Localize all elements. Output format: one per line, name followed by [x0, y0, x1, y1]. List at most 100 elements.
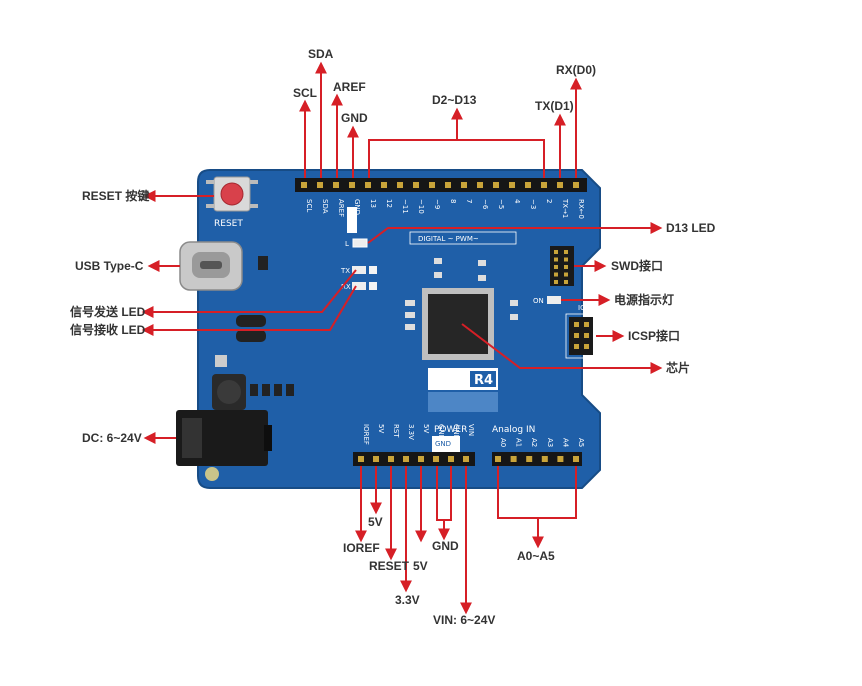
digital-pwm-silk: DIGITAL ~ PWM~	[409, 231, 517, 245]
top-pin-silk: 2	[545, 199, 553, 203]
power-pin-silk: IOREF	[362, 424, 370, 445]
power-silk: POWER	[434, 425, 467, 435]
top-pin-silk: 4	[513, 199, 521, 204]
power-pin-hole	[388, 456, 394, 462]
label-3v3: 3.3V	[395, 593, 420, 607]
power-pin-silk: RST	[392, 424, 400, 438]
label-swd: SWD接口	[611, 258, 663, 273]
power-pin-silk: VIN	[467, 424, 475, 436]
rx-silk: RX	[341, 283, 351, 291]
top-pin-hole	[429, 182, 435, 188]
gnd-silk: GND	[435, 440, 451, 448]
r4-text: R4	[474, 373, 493, 388]
pcb-board	[197, 169, 601, 489]
top-pin-silk: ~6	[481, 199, 489, 210]
usb-c-port	[179, 241, 243, 291]
reset-button: RESET	[206, 176, 258, 229]
power-pin-hole	[448, 456, 454, 462]
label-gnd-bottom: GND	[432, 539, 459, 553]
reset-silk-text: RESET	[214, 219, 243, 229]
top-pin-silk: 8	[449, 199, 457, 203]
top-pin-hole	[557, 182, 563, 188]
top-pin-silk: SDA	[321, 199, 329, 214]
top-pin-silk: 13	[369, 199, 377, 208]
tx-silk: TX	[340, 267, 350, 275]
top-pin-silk: ~9	[433, 199, 441, 209]
label-reset: RESET	[369, 559, 410, 573]
label-d2-d13: D2~D13	[432, 93, 477, 107]
analog-pin-silk: A5	[577, 438, 585, 447]
top-pin-hole	[477, 182, 483, 188]
top-pin-hole	[301, 182, 307, 188]
swd-pin	[564, 280, 568, 284]
top-pin-silk: AREF	[337, 199, 345, 217]
label-icsp: ICSP接口	[628, 328, 680, 343]
label-a0-a5: A0~A5	[517, 549, 555, 563]
analog-pin-silk: A3	[546, 438, 554, 447]
swd-pin	[564, 257, 568, 262]
analog-pin-silk: A2	[530, 438, 538, 447]
top-pin-silk: TX→1	[561, 198, 569, 218]
icsp-pin	[584, 322, 589, 327]
top-pin-hole	[397, 182, 403, 188]
analog-pin-silk: A0	[499, 438, 507, 447]
label-tx-led: 信号发送 LED	[70, 304, 146, 319]
smd-components	[215, 256, 518, 396]
icsp-pin	[574, 344, 579, 349]
icsp-header: ICSP	[565, 304, 597, 359]
label-aref: AREF	[333, 80, 366, 94]
mcu-chip	[422, 288, 494, 360]
label-reset-button: RESET 按键	[82, 188, 149, 203]
top-header	[295, 178, 587, 192]
power-pin-silk: 3.3V	[407, 424, 415, 440]
label-usb: USB Type-C	[75, 259, 144, 273]
icsp-pin	[574, 322, 579, 327]
label-5v-b: 5V	[413, 559, 428, 573]
top-pin-silk: ~3	[529, 199, 537, 209]
top-pin-silk: RX←0	[577, 199, 585, 219]
power-led: ON	[533, 296, 561, 305]
label-scl: SCL	[293, 86, 317, 100]
label-d13-led: D13 LED	[666, 221, 716, 235]
top-pin-hole	[349, 182, 355, 188]
power-pin-hole	[358, 456, 364, 462]
power-pin-hole	[418, 456, 424, 462]
status-leds: L TX RX	[340, 238, 377, 291]
label-tx-d1: TX(D1)	[535, 99, 574, 113]
icsp-pin	[584, 344, 589, 349]
label-vin: VIN: 6~24V	[433, 613, 495, 627]
top-pin-hole	[573, 182, 579, 188]
digital-pwm-text: DIGITAL ~ PWM~	[418, 235, 479, 243]
gnd-silk-highlight	[347, 207, 357, 233]
top-pin-silk: SCL	[305, 199, 313, 212]
inductor	[212, 374, 246, 410]
power-pin-hole	[463, 456, 469, 462]
top-pin-hole	[445, 182, 451, 188]
power-pin-hole	[403, 456, 409, 462]
label-rx-led: 信号接收 LED	[70, 322, 146, 337]
analog-pin-hole	[557, 456, 564, 462]
top-pin-hole	[541, 182, 547, 188]
top-pin-silk: 7	[465, 199, 473, 203]
icsp-pin	[574, 333, 579, 338]
top-pin-hole	[509, 182, 515, 188]
callout-arrows	[141, 61, 663, 615]
power-pin-hole	[373, 456, 379, 462]
top-pin-hole	[317, 182, 323, 188]
swd-pin	[564, 265, 568, 269]
label-chip: 芯片	[666, 360, 690, 375]
r4-logo: R4	[428, 368, 498, 412]
analog-pin-hole	[573, 456, 579, 462]
swd-pin	[554, 272, 558, 277]
on-silk: ON	[533, 297, 544, 305]
swd-pin	[554, 265, 558, 269]
top-pin-hole	[493, 182, 499, 188]
top-pin-hole	[413, 182, 419, 188]
top-pin-hole	[365, 182, 371, 188]
analog-pin-hole	[495, 456, 501, 462]
swd-pin	[554, 280, 558, 284]
analog-in-silk: Analog IN	[492, 425, 535, 435]
label-power-led: 电源指示灯	[614, 292, 674, 307]
power-pin-silk: GND	[452, 424, 460, 440]
